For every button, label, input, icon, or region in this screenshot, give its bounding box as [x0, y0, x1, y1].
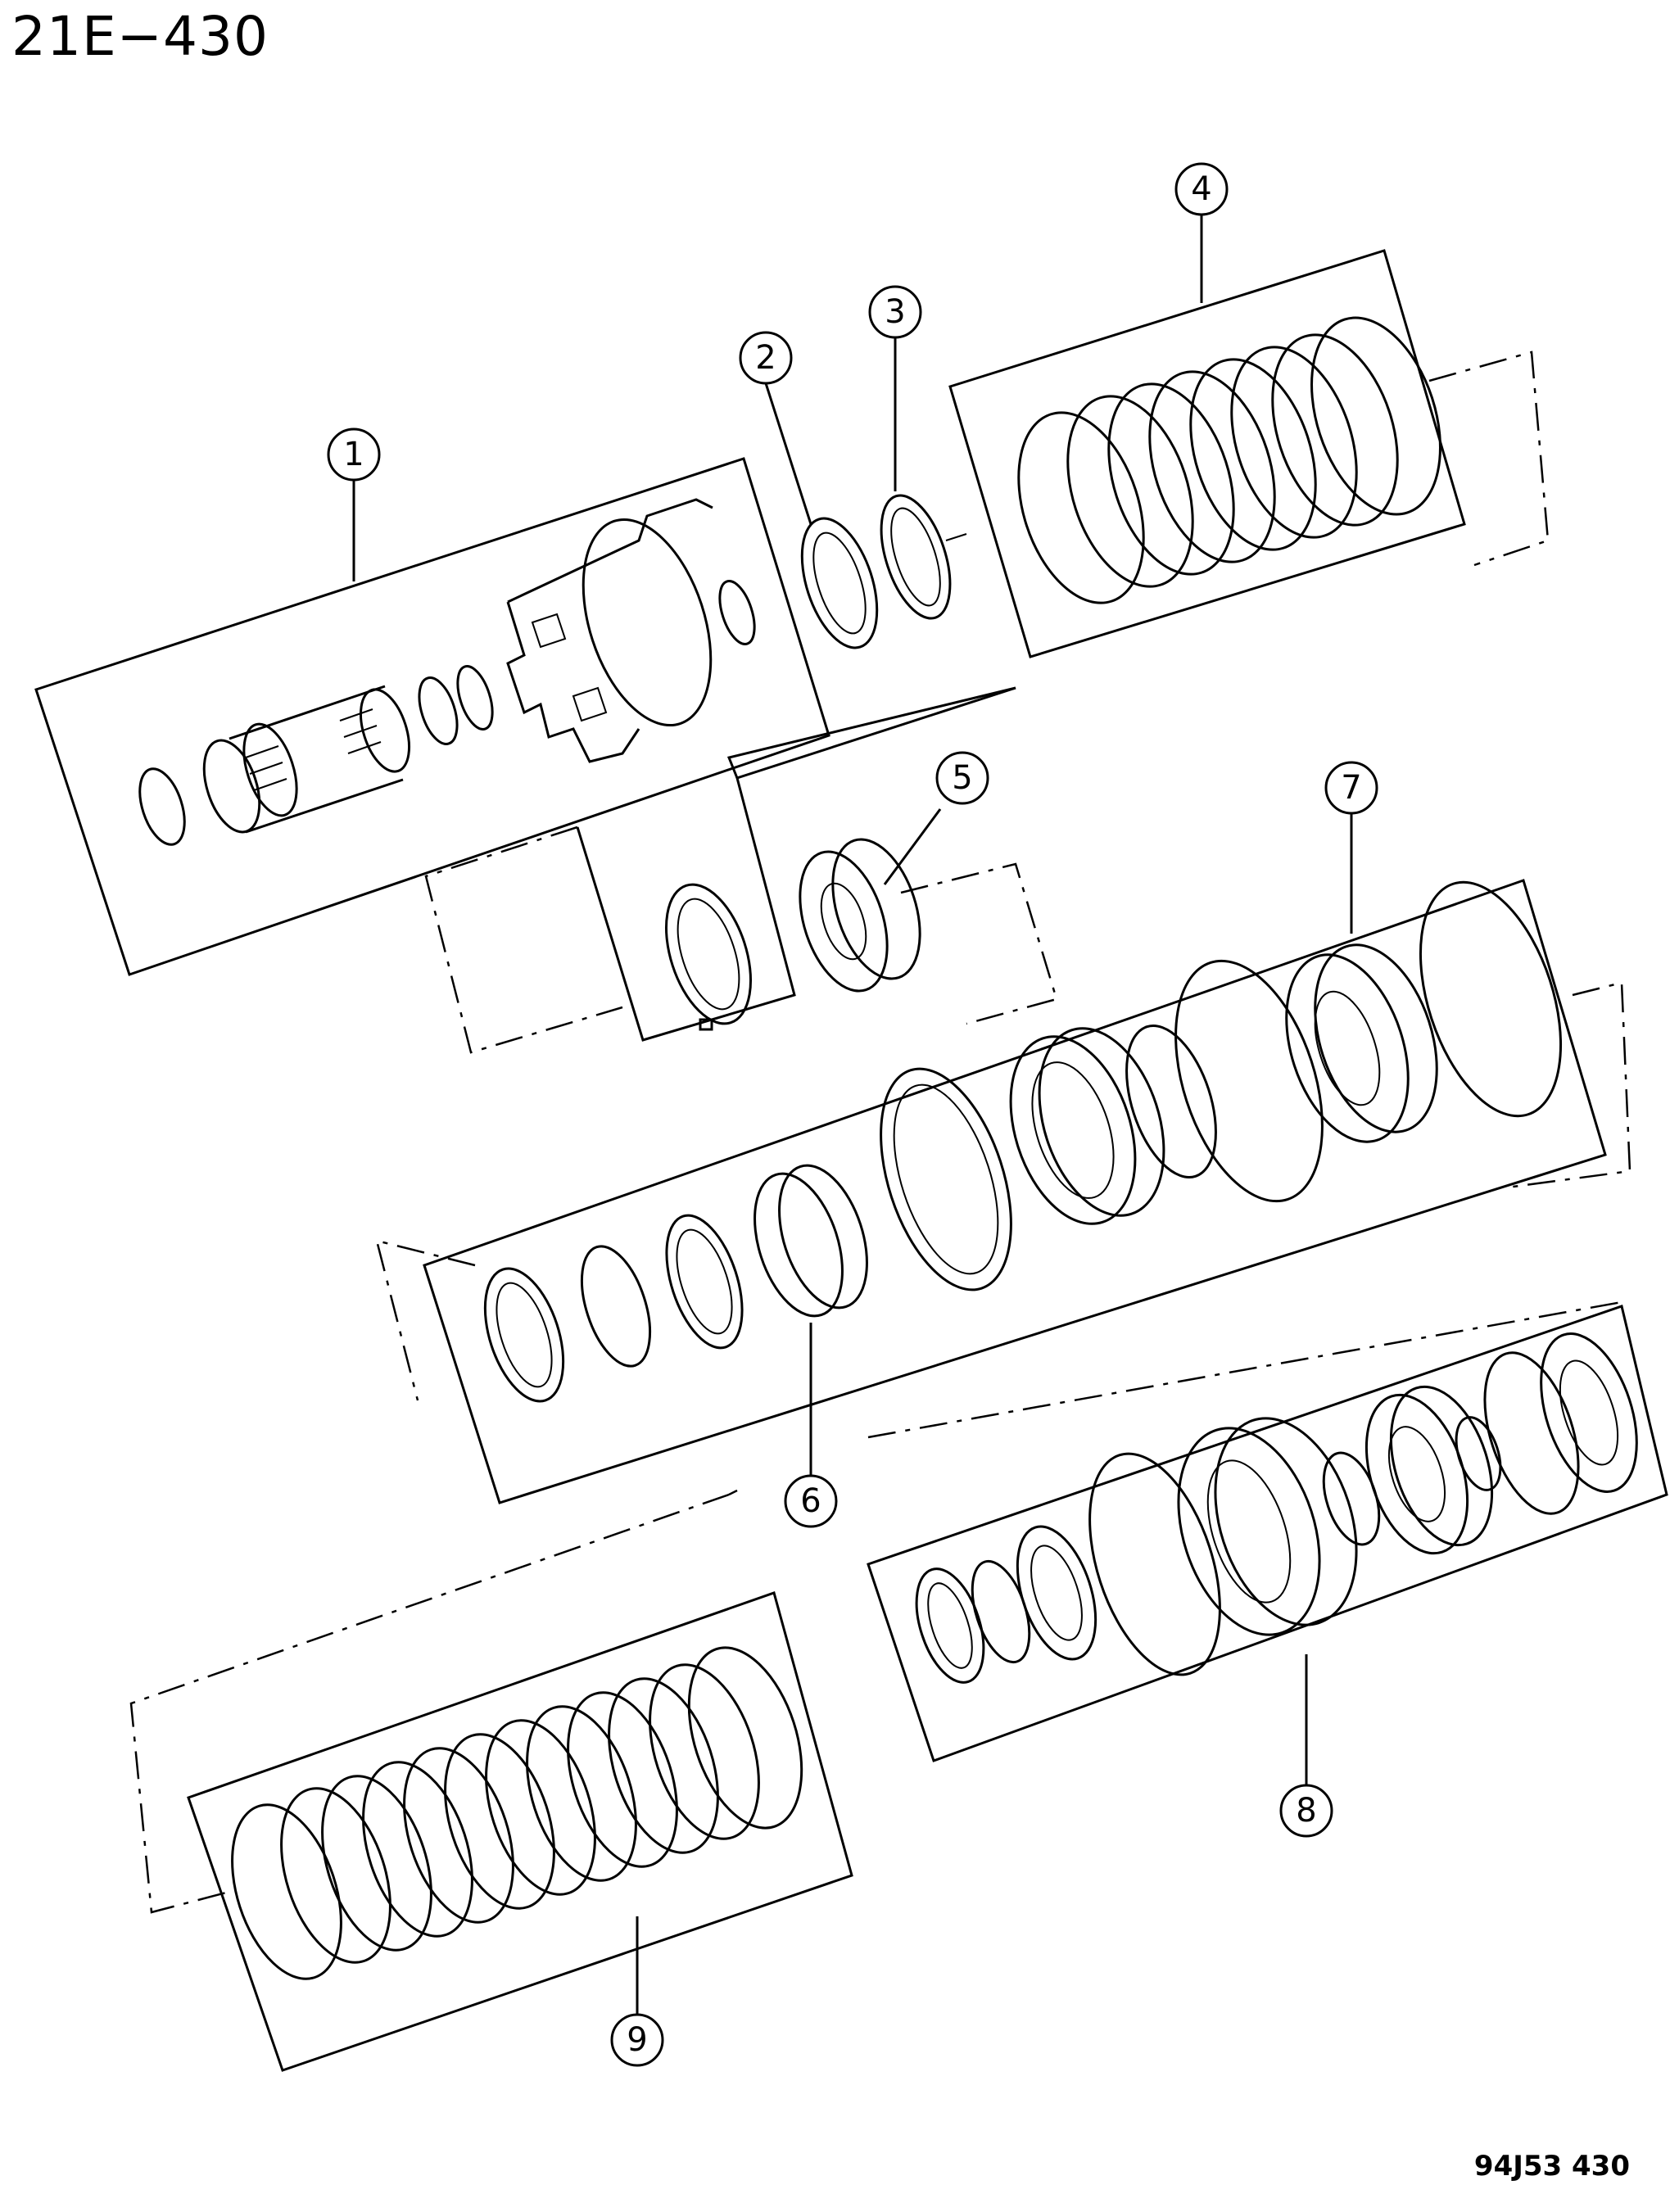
- group-4: [948, 249, 1550, 658]
- callout-8: 8: [1279, 1784, 1333, 1838]
- callout-6: 6: [784, 1474, 838, 1528]
- callout-3-label: 3: [885, 293, 905, 331]
- callout-1-label: 1: [343, 436, 364, 473]
- callout-7: 7: [1324, 761, 1378, 815]
- callout-9: 9: [610, 2013, 664, 2067]
- drawing-code: 94J53 430: [1473, 2150, 1630, 2183]
- callout-4: 4: [1174, 162, 1229, 216]
- leader-lines: [352, 215, 1353, 2015]
- callout-1: 1: [327, 427, 381, 482]
- group-8: [867, 1301, 1668, 1762]
- callout-3: 3: [868, 285, 922, 339]
- group-5: [424, 686, 1058, 1054]
- part-2-thrust-washer: [800, 517, 879, 649]
- group-9: [129, 1489, 853, 2072]
- group-1: [34, 457, 830, 976]
- callout-2-label: 2: [755, 339, 776, 377]
- callout-4-label: 4: [1191, 170, 1211, 208]
- callout-9-label: 9: [627, 2021, 647, 2059]
- group-7-6: [375, 879, 1631, 1504]
- page-title: 21E−430: [11, 5, 269, 68]
- part-3-bearing: [880, 494, 967, 620]
- callout-6-label: 6: [800, 1482, 821, 1520]
- callout-2: 2: [739, 331, 793, 385]
- callout-5: 5: [935, 751, 989, 805]
- callout-7-label: 7: [1341, 769, 1361, 807]
- callout-5-label: 5: [952, 759, 972, 797]
- callout-8-label: 8: [1296, 1792, 1316, 1830]
